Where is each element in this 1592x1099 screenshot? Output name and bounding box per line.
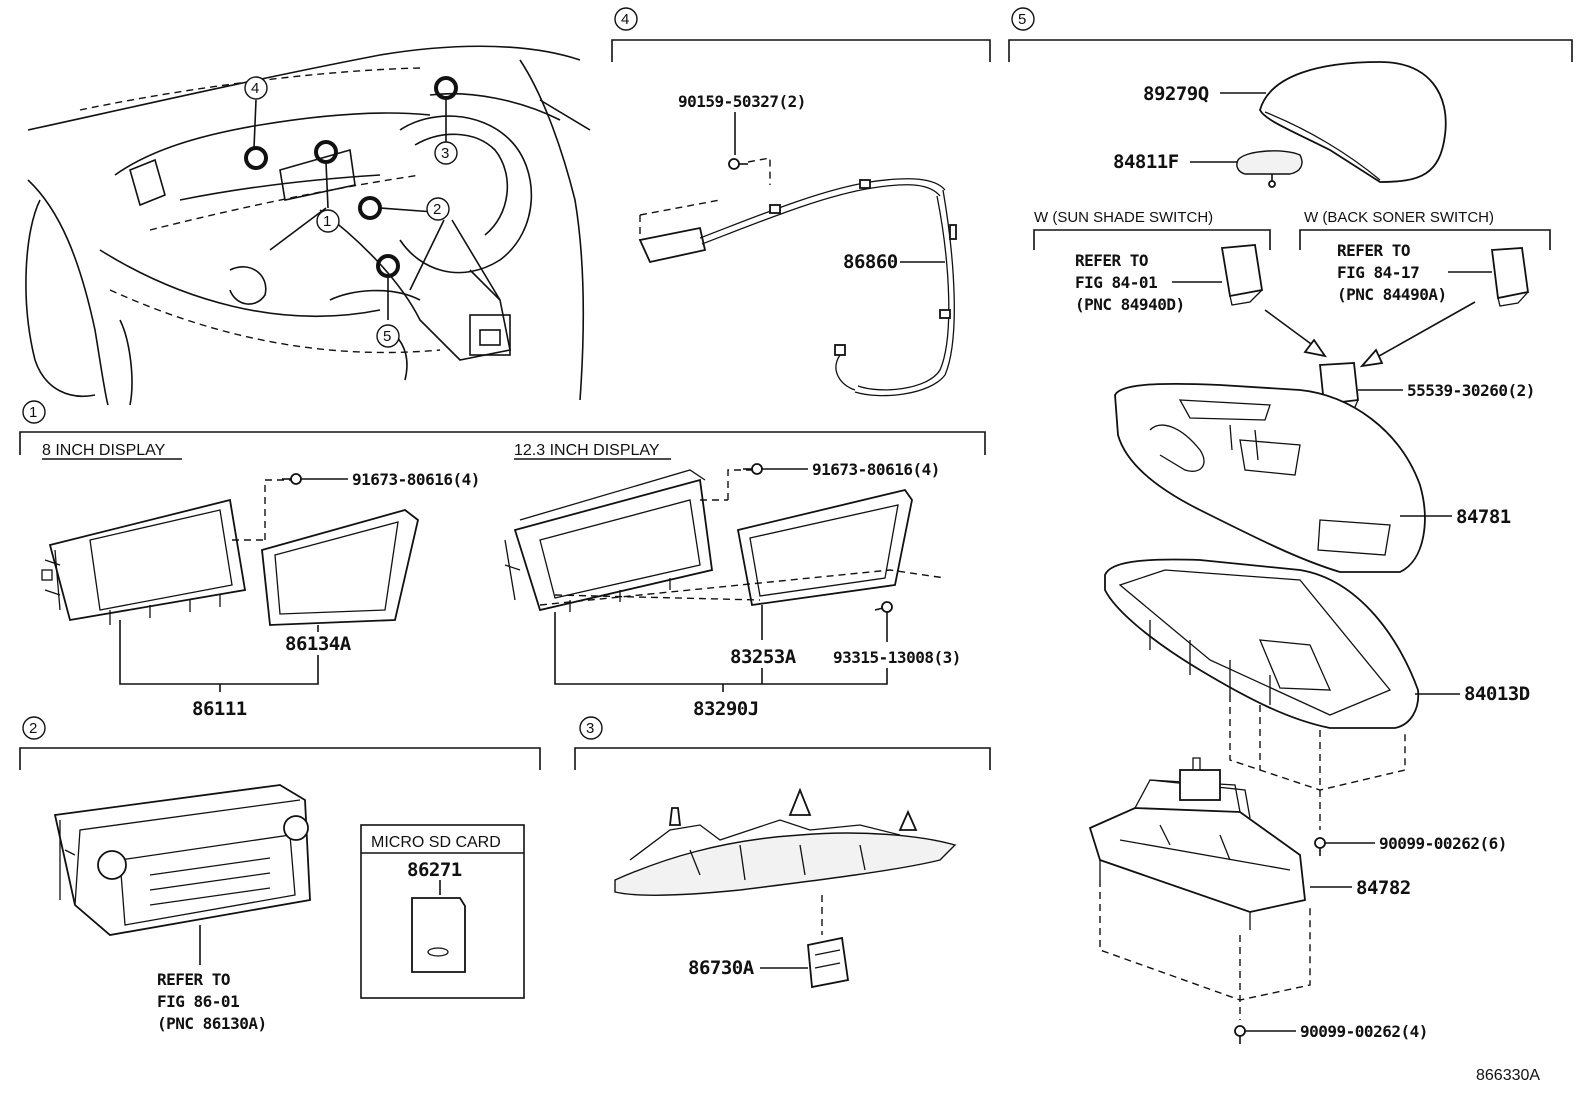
part-84811F: 84811F bbox=[1113, 151, 1179, 173]
part-55539-30260: 55539-30260(2) bbox=[1407, 381, 1535, 400]
refer-84-17-line3: (PNC 84490A) bbox=[1337, 285, 1447, 304]
refer-86-01-line2: FIG 86-01 bbox=[157, 992, 239, 1011]
callout-4: 4 bbox=[251, 80, 259, 97]
bezel-12in bbox=[736, 488, 913, 607]
display-8in-unit bbox=[41, 498, 247, 625]
audio-head-unit bbox=[53, 784, 311, 936]
screw-icon bbox=[743, 463, 763, 475]
screw-icon bbox=[1314, 837, 1326, 856]
part-84781: 84781 bbox=[1456, 506, 1511, 528]
section-5-number: 5 bbox=[1018, 11, 1026, 28]
part-90159-50327: 90159-50327(2) bbox=[678, 92, 806, 111]
refer-84-17-line1: REFER TO bbox=[1337, 241, 1410, 260]
control-unit bbox=[1088, 757, 1306, 930]
label-12-inch-display: 12.3 INCH DISPLAY bbox=[514, 442, 660, 459]
screw-icon bbox=[1234, 1025, 1246, 1044]
switch-back-soner bbox=[1490, 247, 1530, 307]
refer-84-17-line2: FIG 84-17 bbox=[1337, 263, 1419, 282]
callout-3: 3 bbox=[441, 145, 449, 162]
part-86111: 86111 bbox=[192, 698, 247, 720]
console-box bbox=[1104, 558, 1420, 729]
part-86271: 86271 bbox=[407, 859, 462, 881]
callout-5: 5 bbox=[383, 328, 391, 345]
section-1: 1 8 INCH DISPLAY 12.3 INCH DISPLAY 91673… bbox=[19, 400, 986, 720]
section-3-number: 3 bbox=[586, 720, 594, 737]
section-4-number: 4 bbox=[621, 11, 629, 28]
micro-sd-card-title: MICRO SD CARD bbox=[371, 834, 501, 851]
bezel-8in bbox=[261, 509, 420, 626]
callout-1: 1 bbox=[323, 213, 331, 230]
callout-2: 2 bbox=[433, 201, 441, 218]
screw-icon bbox=[282, 473, 302, 485]
part-91673-80616-12in: 91673-80616(4) bbox=[812, 460, 940, 479]
part-83290J: 83290J bbox=[693, 698, 759, 720]
dashboard-overview: 4 3 1 2 5 bbox=[25, 45, 591, 406]
figure-code: 866330A bbox=[1476, 1067, 1540, 1084]
module-86730A bbox=[807, 936, 850, 989]
arrow-icon bbox=[1359, 301, 1476, 368]
label-sun-shade-switch: W (SUN SHADE SWITCH) bbox=[1034, 209, 1213, 226]
display-12in-unit bbox=[504, 469, 714, 612]
part-90099-00262-6: 90099-00262(6) bbox=[1379, 834, 1507, 853]
part-84782: 84782 bbox=[1356, 877, 1411, 899]
switch-sun-shade bbox=[1220, 244, 1264, 306]
part-86134A: 86134A bbox=[285, 633, 352, 655]
armrest-lid bbox=[1259, 61, 1447, 183]
part-83253A: 83253A bbox=[730, 646, 797, 668]
section-4: 4 90159-50327(2) 86860 bbox=[611, 7, 991, 397]
part-86730A: 86730A bbox=[688, 957, 755, 979]
part-93315-13008: 93315-13008(3) bbox=[833, 648, 961, 667]
section-2: 2 REFER TO FIG 86-01 (PNC 86130A) MICRO … bbox=[19, 716, 541, 1033]
knob-84811F bbox=[1236, 150, 1303, 188]
section-1-number: 1 bbox=[29, 404, 37, 421]
console-panel bbox=[1114, 383, 1426, 573]
switch-blank bbox=[1319, 362, 1359, 411]
refer-86-01-line3: (PNC 86130A) bbox=[157, 1014, 267, 1033]
label-8-inch-display: 8 INCH DISPLAY bbox=[42, 442, 166, 459]
arrow-icon bbox=[1264, 309, 1327, 358]
part-86860: 86860 bbox=[843, 251, 898, 273]
refer-84-01-line3: (PNC 84940D) bbox=[1075, 295, 1185, 314]
section-2-number: 2 bbox=[29, 720, 37, 737]
part-89279Q: 89279Q bbox=[1143, 83, 1209, 105]
section-5: 5 89279Q 84811F W (SUN SHADE SWITCH) REF… bbox=[1008, 7, 1573, 1044]
refer-84-01-line1: REFER TO bbox=[1075, 251, 1148, 270]
label-back-soner-switch: W (BACK SONER SWITCH) bbox=[1304, 209, 1494, 226]
refer-84-01-line2: FIG 84-01 bbox=[1075, 273, 1157, 292]
section-3: 3 86730A bbox=[574, 716, 991, 989]
part-91673-80616-8in: 91673-80616(4) bbox=[352, 470, 480, 489]
antenna-cable-86860 bbox=[638, 178, 957, 397]
overhead-console bbox=[614, 787, 957, 897]
part-84013D: 84013D bbox=[1464, 683, 1530, 705]
screw-icon bbox=[728, 158, 748, 170]
part-90099-00262-4: 90099-00262(4) bbox=[1300, 1022, 1428, 1041]
micro-sd-card-box: MICRO SD CARD 86271 bbox=[360, 824, 525, 999]
screw-icon bbox=[874, 601, 893, 613]
refer-86-01-line1: REFER TO bbox=[157, 970, 230, 989]
